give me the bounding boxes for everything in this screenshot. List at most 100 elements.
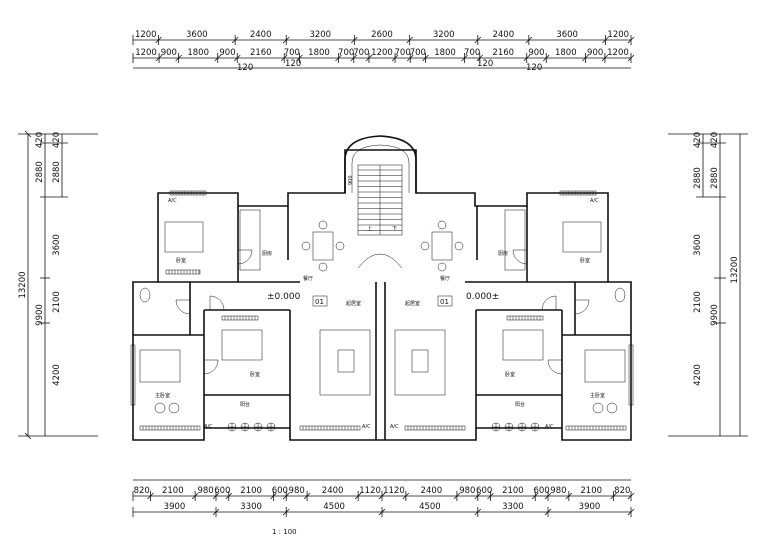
bottom-row2-label: 3300 xyxy=(240,502,262,512)
window xyxy=(130,344,136,406)
right-dim-9900: 9900 xyxy=(710,304,720,326)
room-kitchen-r: 厨房 xyxy=(498,250,508,257)
plant-leaf xyxy=(254,423,262,431)
top-row1-slash xyxy=(602,36,609,44)
room-dining-l: 餐厅 xyxy=(303,275,313,282)
bottom-row2-slash xyxy=(378,508,386,516)
top-row2-label: 700 xyxy=(464,48,480,58)
top-dim-120-c: 120 xyxy=(477,59,493,69)
unit-tag-left: 01 xyxy=(315,298,324,306)
bottom-row1-label: 2400 xyxy=(421,486,443,496)
top-row2-slash xyxy=(155,54,163,62)
top-row2-slash xyxy=(601,54,609,62)
ac-tag-rt: A/C xyxy=(590,198,599,204)
bottom-row1-label: 980 xyxy=(550,486,566,496)
top-row2-label: 2160 xyxy=(250,48,272,58)
bottom-row1-label: 2100 xyxy=(162,486,184,496)
ac-tag-rb: A/C xyxy=(545,424,554,430)
bed-right-mid xyxy=(502,329,544,361)
top-row2-slash xyxy=(391,54,399,62)
room-dining-r: 餐厅 xyxy=(440,275,450,282)
top-row1-label: 2600 xyxy=(371,30,393,40)
room-bedroom-rt: 卧室 xyxy=(580,257,590,264)
plant-leaf xyxy=(531,423,539,431)
top-dim-120-b: 120 xyxy=(285,59,301,69)
bottom-row1-label: 600 xyxy=(476,486,492,496)
top-row2-label: 900 xyxy=(587,48,603,58)
toilet-left xyxy=(139,287,151,303)
top-row1-label: 3200 xyxy=(309,30,331,40)
bottom-row2-label: 3900 xyxy=(164,502,186,512)
kitchen-counter-right xyxy=(504,209,526,271)
right-dim-4200: 4200 xyxy=(693,364,703,386)
top-row2-slash xyxy=(461,54,468,62)
sofa-set-left xyxy=(319,329,371,396)
top-dim-120-a: 120 xyxy=(237,63,253,73)
top-row2-slash xyxy=(214,54,222,62)
kitchen-counter-left xyxy=(239,209,261,271)
top-row2-label: 1800 xyxy=(434,48,456,58)
left-dim-420: 420 xyxy=(35,132,45,148)
top-row2-slash xyxy=(542,54,550,62)
ac-tag-cr: A/C xyxy=(390,424,399,430)
right-dim-2880: 2880 xyxy=(693,167,703,189)
ac-tag-lb: A/C xyxy=(204,424,213,430)
top-row2-label: 1200 xyxy=(135,48,157,58)
bottom-row1-slash xyxy=(212,492,220,500)
room-kitchen-l: 厨房 xyxy=(262,250,272,257)
bottom-row1-slash xyxy=(627,492,635,500)
right-dim-2100: 2100 xyxy=(693,291,703,313)
bottom-row1-slash xyxy=(191,492,199,500)
room-living-r: 起居室 xyxy=(405,300,420,307)
bed-right-top xyxy=(562,221,602,253)
plant-leaf xyxy=(267,423,275,431)
right-dim-total: 13200 xyxy=(730,256,740,283)
bottom-row2-slash xyxy=(282,508,290,516)
stair-down-r: 下 xyxy=(392,226,397,232)
left-dim-2100: 2100 xyxy=(52,291,62,313)
bottom-row1-label: 980 xyxy=(459,486,475,496)
top-row1-label: 1200 xyxy=(607,30,629,40)
window xyxy=(165,269,201,275)
top-row2-label: 1800 xyxy=(555,48,577,58)
top-dim-120-d: 120 xyxy=(526,63,542,73)
room-master-r: 主卧室 xyxy=(590,392,605,399)
plant-leaf xyxy=(518,423,526,431)
top-row1-label: 2400 xyxy=(492,30,514,40)
plant-leaf xyxy=(228,423,236,431)
bottom-row1-slash xyxy=(225,492,233,500)
bottom-row2-slash xyxy=(474,508,482,516)
top-row2-slash xyxy=(582,54,589,62)
bottom-row1-slash xyxy=(610,492,617,500)
right-dim-inner-420: 420 xyxy=(710,132,720,148)
top-row2-slash xyxy=(350,54,358,62)
bottom-row1-slash xyxy=(453,492,461,500)
bottom-row1-label: 980 xyxy=(289,486,305,496)
bottom-row1-slash xyxy=(147,492,154,500)
bottom-row1-label: 600 xyxy=(272,486,288,496)
top-row2-label: 1200 xyxy=(371,48,393,58)
bottom-row1-slash xyxy=(282,492,290,500)
dining-table-right xyxy=(431,231,453,261)
chair xyxy=(168,402,180,414)
top-row2-label: 1200 xyxy=(607,48,629,58)
top-row2-slash xyxy=(476,54,484,62)
right-dim-3600: 3600 xyxy=(693,234,703,256)
top-row2-slash xyxy=(523,54,530,62)
unit-tag-right: 01 xyxy=(440,298,449,306)
left-dim-inner-420: 420 xyxy=(52,132,62,148)
plant-leaf xyxy=(241,423,249,431)
left-dim-3600: 3600 xyxy=(52,234,62,256)
top-row2-label: 1800 xyxy=(308,48,330,58)
top-row2-label: 700 xyxy=(395,48,411,58)
left-dimension-chain: 13200 420 2880 3600 2100 4200 9900 420 2… xyxy=(18,130,98,440)
right-dim-inner-2880: 2880 xyxy=(710,167,720,189)
top-row2-label: 900 xyxy=(219,48,235,58)
top-row2-slash xyxy=(296,54,303,62)
bottom-row1-label: 2100 xyxy=(502,486,524,496)
top-row2-label: 900 xyxy=(528,48,544,58)
top-row2-label: 700 xyxy=(353,48,369,58)
bottom-row1-label: 2100 xyxy=(240,486,262,496)
